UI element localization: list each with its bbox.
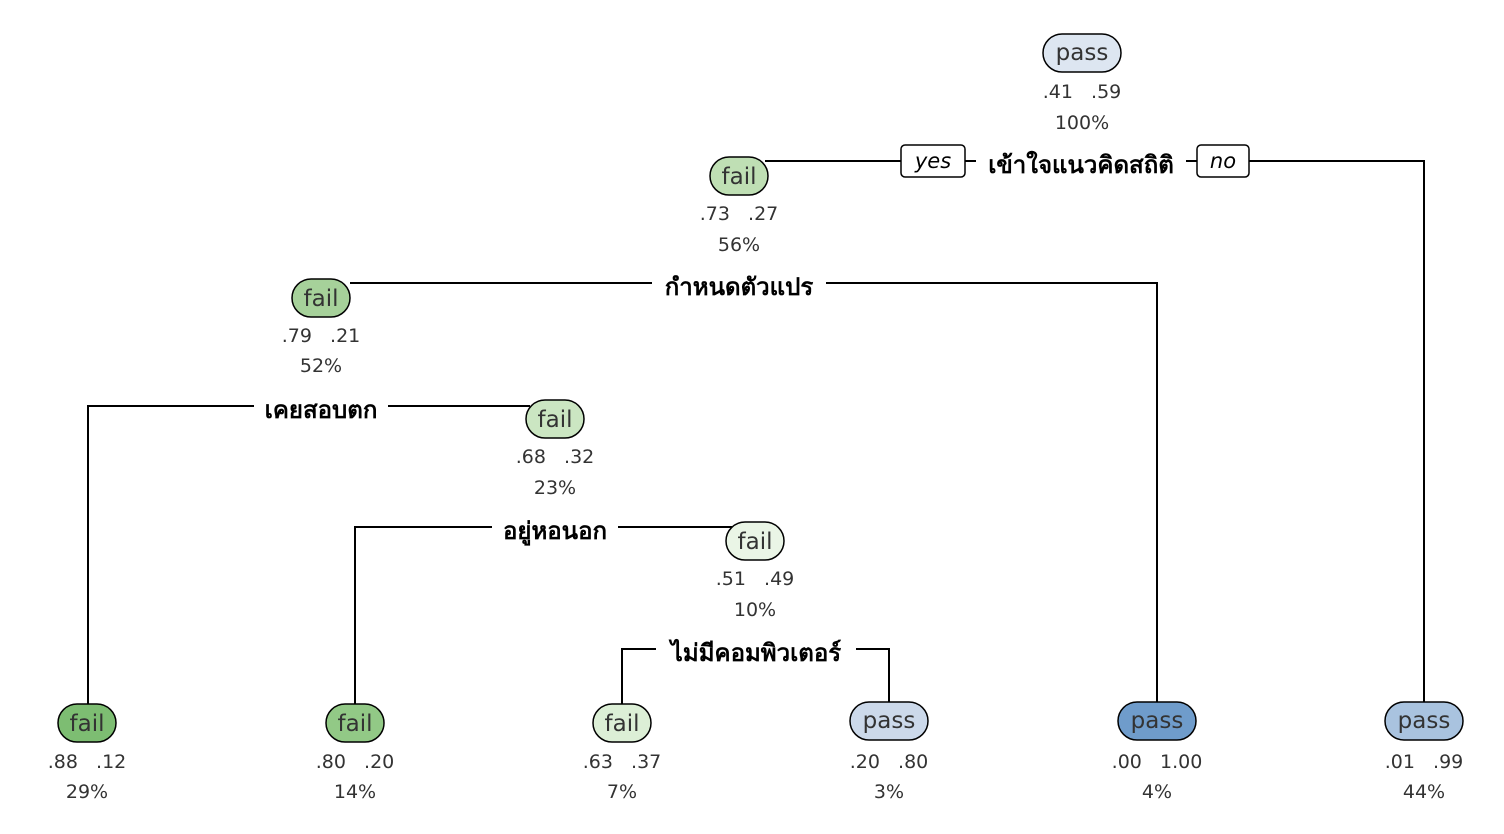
node-class-label: pass: [1056, 40, 1109, 66]
split-label-no-computer: ไม่มีคอมพิวเตอร์: [656, 633, 856, 673]
node-class-label: pass: [863, 708, 916, 734]
leaf-node-5: pass .00 1.00 4%: [1112, 701, 1203, 803]
leaf-node-3: fail .63 .37 7%: [583, 703, 662, 803]
node-probabilities: .20 .80: [850, 751, 929, 773]
edge-label-box: [1196, 144, 1250, 178]
split-label-background: [492, 511, 618, 551]
node-percentage: 23%: [534, 477, 576, 499]
node-probabilities: .51 .49: [716, 568, 795, 590]
edge-label-yes: yes: [900, 144, 966, 178]
edge-label-box: [900, 144, 966, 178]
node-class-label: pass: [1131, 708, 1184, 734]
split-text: อยู่หอนอก: [503, 517, 607, 546]
split-text: เคยสอบตก: [265, 396, 378, 424]
branch-root-no: [1200, 160, 1425, 704]
leaf-node-1: fail .88 .12 29%: [48, 703, 127, 803]
node-class-label: fail: [304, 286, 339, 312]
node-box: [709, 156, 769, 196]
node-percentage: 10%: [734, 599, 776, 621]
node-probabilities: .68 .32: [516, 446, 595, 468]
node-probabilities: .00 1.00: [1112, 751, 1203, 773]
split-text: เข้าใจแนวคิดสถิติ: [988, 150, 1174, 179]
leaf-node-4: pass .20 .80 3%: [849, 701, 929, 803]
split-label-define-variables: กำหนดตัวแปร: [652, 267, 826, 307]
node-percentage: 44%: [1403, 781, 1445, 803]
node-yes-branch: fail .73 .27 56%: [700, 156, 779, 256]
node-class-label: fail: [70, 711, 105, 737]
split-label-off-campus-dorm: อยู่หอนอก: [492, 511, 618, 551]
node-box: [1384, 701, 1464, 741]
node-box: [325, 703, 385, 743]
node-box: [57, 703, 117, 743]
split-label-background: [254, 390, 388, 430]
node-box: [1042, 33, 1122, 73]
split-text: ไม่มีคอมพิวเตอร์: [668, 638, 842, 667]
node-class-label: pass: [1398, 708, 1451, 734]
node-percentage: 100%: [1055, 112, 1109, 134]
split-label-background: [652, 267, 826, 307]
node-failed-before: fail .68 .32 23%: [516, 399, 595, 499]
node-class-label: fail: [738, 529, 773, 555]
leaf-node-2: fail .80 .20 14%: [316, 703, 395, 803]
node-probabilities: .41 .59: [1043, 81, 1122, 103]
split-label-failed-before: เคยสอบตก: [254, 390, 388, 430]
node-probabilities: .63 .37: [583, 751, 662, 773]
node-percentage: 29%: [66, 781, 108, 803]
leaf-node-6: pass .01 .99 44%: [1384, 701, 1464, 803]
node-percentage: 14%: [334, 781, 376, 803]
node-class-label: fail: [538, 407, 573, 433]
node-percentage: 7%: [607, 781, 637, 803]
edge-label-text: yes: [914, 149, 951, 173]
node-box: [849, 701, 929, 741]
node-box: [592, 703, 652, 743]
edge-label-no: no: [1196, 144, 1250, 178]
node-root: pass .41 .59 100%: [1042, 33, 1122, 134]
node-off-campus: fail .51 .49 10%: [716, 521, 795, 621]
node-class-label: fail: [722, 164, 757, 190]
branch-s1: [350, 282, 1158, 704]
edge-label-text: no: [1210, 149, 1236, 173]
node-percentage: 56%: [718, 234, 760, 256]
split-label-background: [656, 633, 856, 673]
node-box: [291, 278, 351, 318]
node-probabilities: .01 .99: [1385, 751, 1464, 773]
node-box: [725, 521, 785, 561]
node-probabilities: .80 .20: [316, 751, 395, 773]
node-probabilities: .79 .21: [282, 325, 361, 347]
branch-s3: [354, 526, 732, 704]
node-class-label: fail: [338, 711, 373, 737]
node-percentage: 52%: [300, 355, 342, 377]
node-box: [1117, 701, 1197, 741]
node-box: [525, 399, 585, 439]
node-probabilities: .73 .27: [700, 203, 779, 225]
branch-s2: [87, 405, 530, 704]
split-label-background: [976, 145, 1186, 185]
split-text: กำหนดตัวแปร: [665, 273, 814, 301]
split-label-understands-stats: เข้าใจแนวคิดสถิติ: [976, 145, 1186, 185]
node-percentage: 3%: [874, 781, 904, 803]
node-class-label: fail: [605, 711, 640, 737]
node-define-variables: fail .79 .21 52%: [282, 278, 361, 377]
node-probabilities: .88 .12: [48, 751, 127, 773]
node-percentage: 4%: [1142, 781, 1172, 803]
